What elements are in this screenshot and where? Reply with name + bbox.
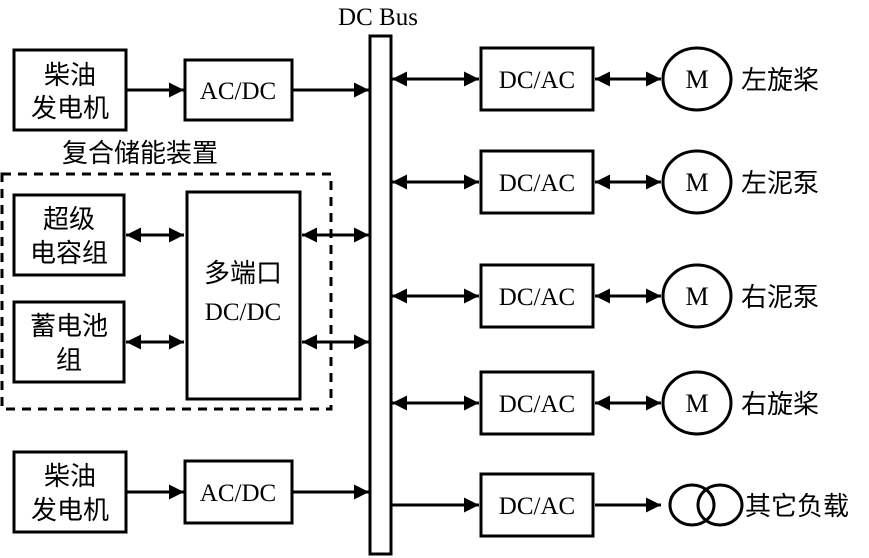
dcac-converter-3 (479, 263, 595, 329)
load-branch-4: DC/AC M 右旋桨 (392, 370, 819, 436)
generator-1-line2: 发电机 (31, 94, 109, 124)
diesel-generator-2: 柴油 发电机 (12, 450, 128, 534)
motor-icon (661, 370, 733, 436)
load-branch-1: DC/AC M 左旋桨 (392, 46, 819, 112)
battery-line1: 蓄电池 (30, 312, 108, 342)
dcac-4-label: DC/AC (499, 391, 575, 418)
generator-2-line1: 柴油 (44, 462, 96, 492)
acdc-converter-1: AC/DC (183, 58, 294, 122)
load-label-2: 左泥泵 (741, 169, 819, 199)
load-branch-5: DC/AC 其它负载 (392, 472, 849, 538)
motor-symbol: M (685, 389, 708, 418)
dcac-converter-4 (479, 370, 595, 436)
diesel-generator-1: 柴油 发电机 (12, 48, 128, 132)
battery-line2: 组 (56, 346, 82, 376)
acdc-1-label: AC/DC (200, 78, 276, 105)
motor-symbol: M (685, 282, 708, 311)
dc-bus-label: DC Bus (338, 4, 418, 31)
storage-group-label: 复合储能装置 (62, 139, 218, 169)
generator-2-line2: 发电机 (31, 496, 109, 526)
generator-1-line1: 柴油 (44, 61, 96, 91)
dcac-1-label: DC/AC (499, 67, 575, 94)
multiport-line1: 多端口 (204, 259, 282, 289)
load-label-3: 右泥泵 (741, 283, 819, 313)
dcac-5-label: DC/AC (499, 493, 575, 520)
load-label-5: 其它负载 (745, 492, 849, 522)
motor-icon (661, 149, 733, 215)
transformer-icon-right (696, 483, 744, 527)
supercap-line2: 电容组 (30, 239, 108, 269)
dcac-converter-1 (479, 46, 595, 112)
motor-icon (661, 263, 733, 329)
motor-symbol: M (685, 168, 708, 197)
load-branch-3: DC/AC M 右泥泵 (392, 263, 819, 329)
transformer-icon-left (668, 483, 716, 527)
dcac-3-label: DC/AC (499, 284, 575, 311)
motor-icon (661, 46, 733, 112)
load-label-4: 右旋桨 (741, 390, 819, 420)
load-branch-2: DC/AC M 左泥泵 (392, 149, 819, 215)
multiport-dcdc-converter: 多端口 DC/DC (185, 190, 302, 401)
supercap-line1: 超级 (43, 205, 95, 235)
battery-bank: 蓄电池 组 (12, 300, 126, 384)
multiport-line2: DC/DC (205, 299, 281, 326)
acdc-2-label: AC/DC (200, 480, 276, 507)
motor-symbol: M (685, 65, 708, 94)
dcac-converter-5 (479, 472, 595, 538)
dcac-2-label: DC/AC (499, 170, 575, 197)
dc-bus-bar (368, 34, 393, 556)
storage-group-boundary (0, 172, 333, 411)
supercapacitor-bank: 超级 电容组 (12, 193, 126, 277)
load-label-1: 左旋桨 (741, 66, 819, 96)
dcac-converter-2 (479, 149, 595, 215)
acdc-converter-2: AC/DC (183, 459, 294, 525)
